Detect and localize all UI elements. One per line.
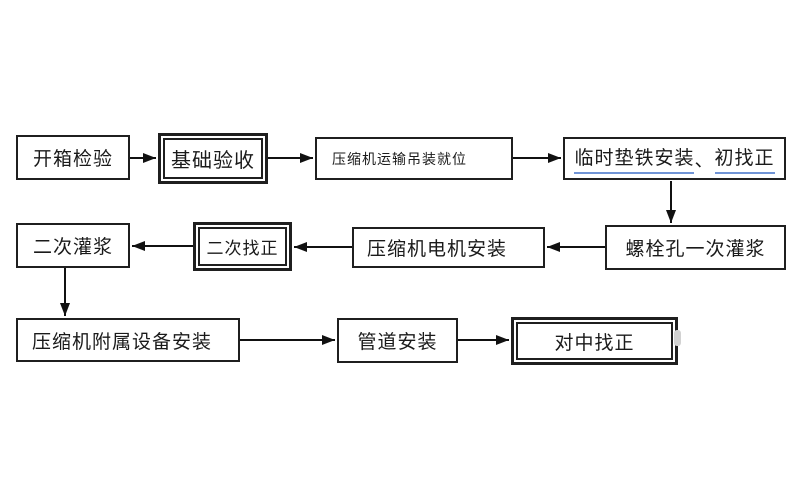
node-label: 开箱检验 [32,148,113,170]
node-auxiliary-equipment-installation: 压缩机附属设备安装 [16,318,240,362]
node-label: 压缩机运输吊装就位 [332,151,467,168]
gray-smudge-artifact [674,330,681,346]
node-label: 压缩机电机安装 [367,238,508,260]
node-bolt-hole-first-grouting: 螺栓孔一次灌浆 [605,225,786,270]
node-centering-alignment: 对中找正 [511,317,678,365]
node-compressor-transport-hoisting: 压缩机运输吊装就位 [315,137,513,180]
node-label: 管道安装 [357,331,438,353]
node-label: 压缩机附属设备安装 [32,330,213,353]
node-label-underlined-segment: 初找正 [714,143,775,174]
node-label-segment: 、 [694,149,715,171]
node-label: 基础验收 [171,148,255,172]
node-foundation-acceptance: 基础验收 [158,133,268,184]
node-temporary-shim-initial-alignment: 临时垫铁安装、初找正 [563,137,786,180]
node-unpacking-inspection: 开箱检验 [16,135,130,180]
node-compressor-motor-installation: 压缩机电机安装 [352,227,545,268]
node-secondary-alignment: 二次找正 [193,222,292,271]
node-label: 二次灌浆 [32,236,113,258]
node-label: 二次找正 [206,239,279,259]
node-label: 螺栓孔一次灌浆 [625,238,766,260]
node-label: 对中找正 [554,331,635,354]
node-pipeline-installation: 管道安装 [337,318,458,363]
node-label-underlined-segment: 临时垫铁安装 [574,143,695,174]
node-secondary-grouting: 二次灌浆 [16,223,130,268]
